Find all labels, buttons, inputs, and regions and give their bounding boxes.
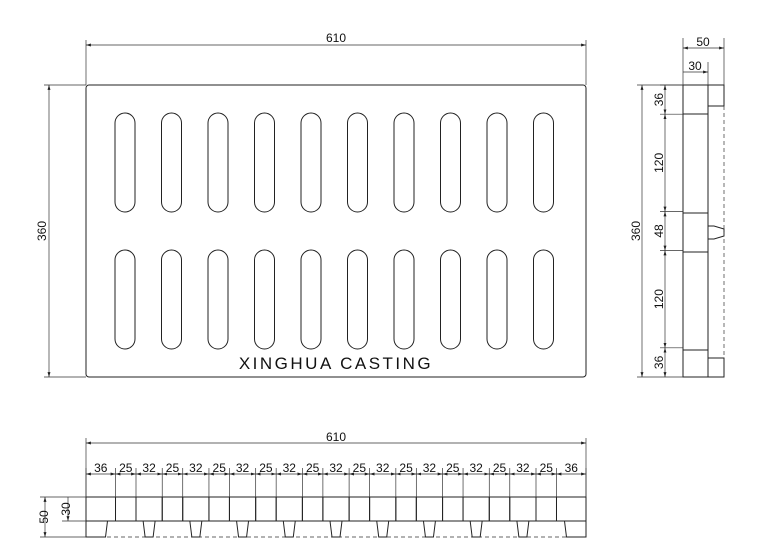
hatch-top: [682, 84, 725, 115]
slot: [533, 249, 554, 350]
bar-section: [462, 496, 490, 538]
section-segment-label: 25: [166, 461, 180, 475]
bar-section: [228, 496, 257, 538]
section-segment-label: 32: [142, 461, 156, 475]
slot: [486, 112, 508, 213]
slot: [161, 112, 182, 213]
slot: [347, 249, 368, 350]
slot: [300, 112, 322, 213]
bar-section: [509, 496, 537, 538]
section-segment-label: 25: [446, 461, 460, 475]
section-body: [85, 496, 587, 538]
plan-view: XINGHUA CASTING 610 360: [35, 31, 587, 378]
side-segment-label: 120: [652, 153, 666, 173]
plan-width-label: 610: [326, 31, 346, 45]
side-segment-label: 36: [652, 93, 666, 107]
section-segment-label: 32: [469, 461, 483, 475]
section-segment-label: 32: [236, 461, 250, 475]
hatch-middle: [682, 212, 725, 253]
slots: [114, 112, 554, 350]
section-view: 610 36 25 32 25 32 25 32 25 32 25 32 25 32 25 32 25 32 25…: [37, 430, 587, 538]
section-segment-label: 32: [423, 461, 437, 475]
section-width-label: 610: [326, 430, 346, 444]
slot: [114, 112, 136, 213]
section-depth-label: 50: [37, 510, 51, 524]
bar-section: [322, 496, 350, 538]
section-segment-label: 25: [399, 461, 413, 475]
bar-section: [275, 496, 303, 538]
side-depth-label: 50: [696, 35, 710, 49]
side-segment-label: 120: [652, 289, 666, 309]
bar-section: [369, 496, 397, 538]
section-segment-label: 32: [516, 461, 530, 475]
slot: [207, 112, 229, 213]
section-segment-dimensions: 36 25 32 25 32 25 32 25 32 25 32 25 32 25 32 25 32 25 32 25…: [85, 461, 587, 497]
slot: [161, 249, 182, 350]
bar-section: [182, 496, 210, 538]
slot: [393, 249, 415, 350]
section-segment-label: 32: [189, 461, 203, 475]
section-segment-label: 36: [94, 461, 108, 475]
side-top-thickness-label: 30: [688, 59, 702, 73]
slot: [207, 249, 229, 350]
hatch-bottom: [682, 349, 725, 378]
section-segment-label: 25: [259, 461, 273, 475]
section-segment-label: 32: [329, 461, 343, 475]
section-segment-label: 25: [213, 461, 227, 475]
slot: [440, 112, 461, 213]
side-segment-label: 36: [652, 355, 666, 369]
section-segment-label: 32: [376, 461, 390, 475]
brand-text: XINGHUA CASTING: [239, 354, 433, 373]
section-segment-label: 25: [119, 461, 133, 475]
section-segment-label: 25: [306, 461, 320, 475]
side-view: 50 30 360 36 120 48 120 36: [629, 35, 725, 378]
side-segment-label: 48: [652, 224, 666, 238]
slot: [440, 249, 461, 350]
section-segment-label: 25: [493, 461, 507, 475]
side-segment-dimensions: 36 120 48 120 36: [652, 84, 683, 377]
slot: [114, 249, 136, 350]
grate-outline: [85, 84, 587, 378]
bar-section: [135, 496, 163, 538]
slot: [254, 112, 275, 213]
slot: [300, 249, 322, 350]
bar-section: [85, 496, 117, 538]
section-top-thickness-label: 30: [59, 502, 73, 516]
plan-height-label: 360: [35, 221, 49, 241]
slot: [393, 112, 415, 213]
section-segment-label: 25: [353, 461, 367, 475]
slot: [533, 112, 554, 213]
section-segment-label: 32: [283, 461, 297, 475]
section-segment-label: 25: [540, 461, 554, 475]
slot: [347, 112, 368, 213]
side-height-label: 360: [629, 221, 643, 241]
bar-section: [555, 496, 587, 538]
slot: [254, 249, 275, 350]
section-segment-label: 36: [565, 461, 579, 475]
bar-section: [415, 496, 444, 538]
slot: [486, 249, 508, 350]
